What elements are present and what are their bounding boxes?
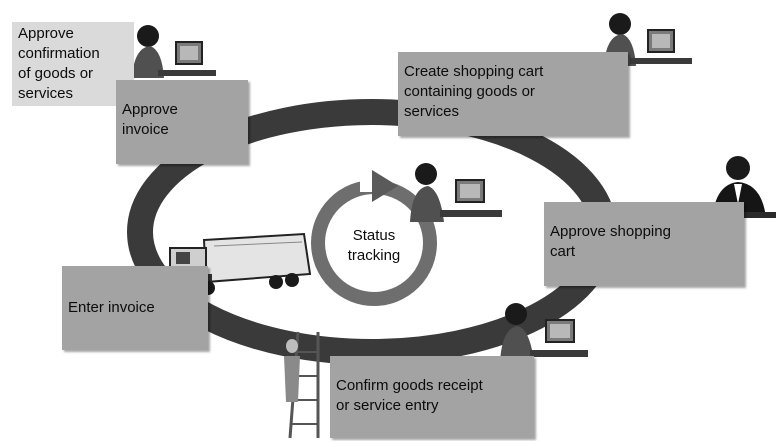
- step-approve-confirmation-label: Approve confirmation of goods or service…: [18, 25, 100, 102]
- step-confirm-receipt: Confirm goods receipt or service entry: [330, 356, 534, 438]
- step-approve-confirmation: Approve confirmation of goods or service…: [12, 22, 134, 106]
- step-approve-invoice-label: Approve invoice: [122, 101, 178, 138]
- step-create-cart: Create shopping cart containing goods or…: [398, 52, 628, 136]
- person-at-computer-icon: [132, 25, 216, 78]
- step-approve-cart-label: Approve shopping cart: [550, 223, 671, 260]
- step-create-cart-label: Create shopping cart containing goods or…: [404, 63, 544, 120]
- status-tracking-arrow-icon: [311, 170, 437, 306]
- status-tracking-label: Status tracking: [347, 227, 401, 264]
- step-enter-invoice: Enter invoice: [62, 266, 208, 350]
- step-enter-invoice-label: Enter invoice: [68, 299, 155, 316]
- step-approve-cart: Approve shopping cart: [544, 202, 744, 286]
- person-at-computer-icon: [410, 163, 502, 222]
- person-at-computer-icon: [500, 303, 588, 362]
- step-approve-invoice: Approve invoice: [116, 80, 248, 164]
- step-confirm-receipt-label: Confirm goods receipt or service entry: [336, 377, 483, 414]
- worker-with-ladder-icon: [284, 331, 320, 439]
